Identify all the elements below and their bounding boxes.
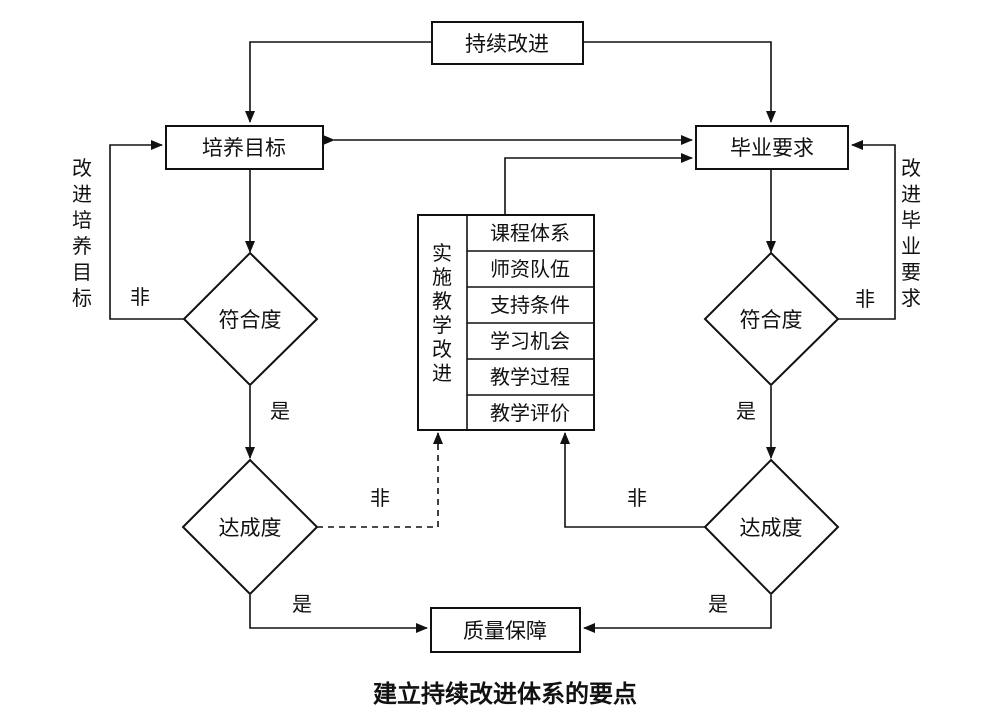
conformity-right-node: 符合度 [703,251,840,387]
continuous-improvement-node: 持续改进 [431,21,584,65]
edge-right-achievement-no [560,432,706,528]
teaching-improvement-node: 实施教学改进 课程体系 师资队伍 支持条件 学习机会 教学过程 教学评价 [417,214,595,431]
graduation-requirements-label: 毕业要求 [730,136,814,160]
conformity-left-label: 符合度 [219,308,282,332]
teaching-item-support: 支持条件 [490,293,570,317]
teaching-item-learning-opportunities: 学习机会 [490,329,570,353]
edge-label-no-achievement-right: 非 [627,486,647,510]
edge-label-yes-achievement-left: 是 [292,592,312,616]
continuous-improvement-label: 持续改进 [465,32,549,56]
edge-label-yes-conformity-left: 是 [270,399,290,423]
edge-right-achievement-yes [583,595,772,633]
graduation-requirements-node: 毕业要求 [695,125,849,170]
achievement-right-node: 达成度 [703,458,840,596]
teaching-improvement-label: 实施教学改进 [432,241,452,385]
edge-label-yes-achievement-right: 是 [708,592,728,616]
quality-assurance-node: 质量保障 [430,607,581,653]
edge-right-feedback [838,140,896,320]
achievement-right-label: 达成度 [740,516,803,540]
diagram-title: 建立持续改进体系的要点 [373,680,637,708]
edge-label-no-achievement-left: 非 [370,486,390,510]
edge-label-yes-conformity-right: 是 [736,399,756,423]
teaching-item-teaching-evaluation: 教学评价 [490,401,570,425]
teaching-item-course-system: 课程体系 [490,221,570,245]
training-goals-label: 培养目标 [202,136,286,160]
improve-goals-label: 改进培养目标 [72,156,92,310]
edge-continuous-to-requirements [583,41,776,123]
edge-label-no-conformity-left: 非 [130,285,150,309]
conformity-left-node: 符合度 [182,251,319,387]
training-goals-node: 培养目标 [165,125,324,170]
achievement-left-node: 达成度 [181,458,319,596]
achievement-left-label: 达成度 [219,516,282,540]
edge-teaching-to-requirements [504,153,693,215]
teaching-item-teaching-process: 教学过程 [490,365,570,389]
connectors [109,41,896,633]
edge-continuous-to-goals [245,41,432,123]
edge-left-feedback [109,140,184,320]
conformity-right-label: 符合度 [740,308,803,332]
teaching-item-faculty: 师资队伍 [490,257,570,281]
edge-left-achievement-yes [249,595,428,633]
edge-label-no-conformity-right: 非 [855,287,875,311]
edge-left-achievement-no [317,432,443,528]
improve-requirements-label: 改进毕业要求 [901,156,921,310]
quality-assurance-label: 质量保障 [463,619,547,643]
